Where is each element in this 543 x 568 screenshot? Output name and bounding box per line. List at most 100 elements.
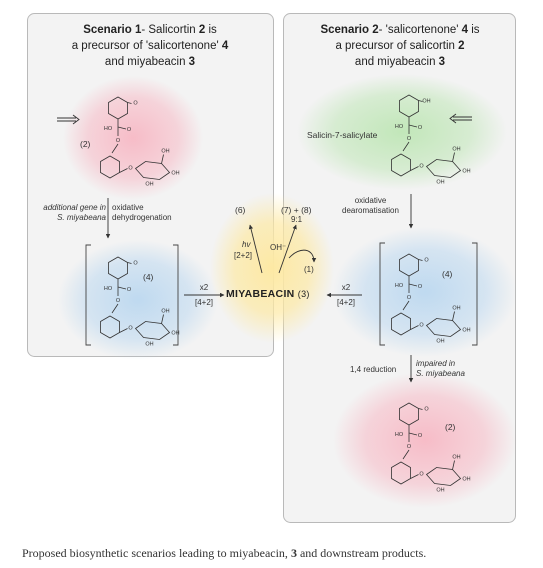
scenario1-title: Scenario 1- Salicortin 2 is a precursor …	[40, 22, 260, 70]
atom-top: O	[424, 407, 429, 413]
scenario1-line3: and miyabeacin	[104, 56, 189, 68]
scenario2-title-prefix: Scenario 2	[320, 24, 379, 36]
s1-side-text-1: oxidative	[112, 203, 144, 212]
atom-ho: HO	[104, 286, 113, 292]
s1-arrow-bottom: [4+2]	[194, 298, 213, 307]
s2-side-text-1: oxidative	[354, 196, 387, 205]
atom-glycoside-o: O	[419, 323, 424, 329]
atom-glucose-oh-2: OH	[462, 169, 470, 175]
scenario1-title-rest: - Salicortin	[141, 24, 199, 36]
atom-ester-o: O	[407, 295, 412, 301]
atom-glucose-oh-3: OH	[145, 182, 153, 188]
atom-glucose-oh-3: OH	[436, 339, 444, 345]
scenario2-title-num: 4	[461, 24, 469, 36]
glow-red-top	[63, 76, 203, 200]
atom-glucose-oh-2: OH	[462, 477, 470, 483]
atom-carbonyl-o: O	[418, 433, 423, 439]
atom-glucose-oh-3: OH	[436, 180, 444, 186]
s2-arrow-bottom: [4+2]	[336, 298, 355, 307]
atom-ester-o: O	[116, 298, 121, 304]
scenario1-title-num: 2	[198, 24, 206, 36]
atom-carbonyl-o: O	[127, 127, 132, 133]
arrow-to-1	[288, 249, 317, 263]
double-arrow-left	[57, 114, 80, 125]
atom-top: OH	[422, 99, 430, 105]
bracket-right-close	[472, 242, 478, 346]
ring-glucose	[134, 161, 171, 180]
atom-glycoside-o: O	[128, 166, 133, 172]
center-label-1: (1)	[304, 265, 314, 274]
center-label-7-8: (7) + (8)	[281, 205, 312, 215]
atom-top: O	[133, 101, 138, 107]
atom-ho: HO	[395, 283, 404, 289]
double-arrow-right	[449, 113, 472, 124]
atom-carbonyl-o: O	[127, 287, 132, 293]
caption-text-before: Proposed biosynthetic scenarios leading …	[22, 546, 291, 560]
miyabeacin-name: MIYABEACIN	[226, 288, 295, 300]
scenario2-line3-num: 3	[438, 56, 446, 68]
scenario1-line2-num: 4	[221, 40, 229, 52]
caption-text-after: and downstream products.	[296, 546, 427, 560]
glow-yellow	[210, 193, 334, 343]
atom-carbonyl-o: O	[418, 125, 423, 131]
ring-glucose	[134, 321, 171, 340]
center-oh: OH⁻	[270, 243, 287, 252]
scenario1-title-prefix: Scenario 1	[83, 24, 142, 36]
s2-impaired-2: S. miyabeana	[416, 369, 465, 378]
ring-glucose	[425, 318, 462, 337]
glow-blue-right	[333, 227, 517, 357]
s1-arrow-top: x2	[199, 283, 209, 292]
s1-side-italic-2: S. miyabeana	[57, 213, 106, 222]
atom-glycoside-o: O	[128, 326, 133, 332]
bracket-right-open	[379, 242, 385, 346]
atom-ester-o: O	[407, 136, 412, 142]
s2-label-2: (2)	[445, 422, 456, 432]
atom-top: O	[133, 261, 138, 267]
atom-ho: HO	[104, 126, 113, 132]
glow-red-bottom	[333, 372, 517, 508]
scenario2-line2-num: 2	[458, 40, 465, 52]
atom-glucose-oh-3: OH	[145, 342, 153, 348]
atom-glucose-oh-3: OH	[436, 488, 444, 494]
caption-num: 3	[290, 546, 297, 560]
scenario2-title-mid: is	[468, 24, 480, 36]
atom-ho: HO	[395, 432, 404, 438]
atom-glucose-oh-1: OH	[452, 455, 460, 461]
atom-ester-o: O	[407, 444, 412, 450]
atom-ester-o: O	[116, 138, 121, 144]
s1-side-text-2: dehydrogenation	[112, 213, 172, 222]
arrow-to-7-8	[278, 224, 297, 274]
scenario2-title: Scenario 2- 'salicortenone' 4 is a precu…	[290, 22, 510, 70]
s2-label-4: (4)	[442, 269, 453, 279]
scenario2-title-rest: - 'salicortenone'	[378, 24, 462, 36]
miyabeacin-label: MIYABEACIN (3)	[226, 288, 310, 300]
ring-aromatic	[391, 312, 411, 336]
scenario2-line3: and miyabeacin	[354, 56, 439, 68]
scenario1-line3-num: 3	[188, 56, 196, 68]
scenario1-title-mid: is	[205, 24, 217, 36]
scenario2-line2: a precursor of salicortin	[335, 40, 459, 52]
scenario1-line2: a precursor of 'salicortenone'	[71, 40, 222, 52]
s2-arrow-top: x2	[341, 283, 351, 292]
s2-reduction: 1,4 reduction	[350, 365, 397, 374]
ring-aromatic	[391, 153, 411, 177]
ring-glucose	[425, 159, 462, 178]
atom-top: O	[424, 258, 429, 264]
bracket-left-close	[173, 244, 179, 346]
atom-glucose-oh-2: OH	[171, 331, 179, 337]
atom-glucose-oh-1: OH	[452, 306, 460, 312]
atom-glucose-oh-1: OH	[452, 147, 460, 153]
center-hv: hv	[242, 240, 251, 249]
s1-side-italic-1: additional gene in	[43, 203, 106, 212]
atom-glucose-oh-1: OH	[161, 309, 169, 315]
bracket-left-open	[85, 244, 91, 346]
s2-impaired-1: impaired in	[416, 359, 456, 368]
arrow-to-6	[248, 224, 263, 274]
ring-aromatic	[100, 155, 120, 179]
atom-glucose-oh-1: OH	[161, 149, 169, 155]
